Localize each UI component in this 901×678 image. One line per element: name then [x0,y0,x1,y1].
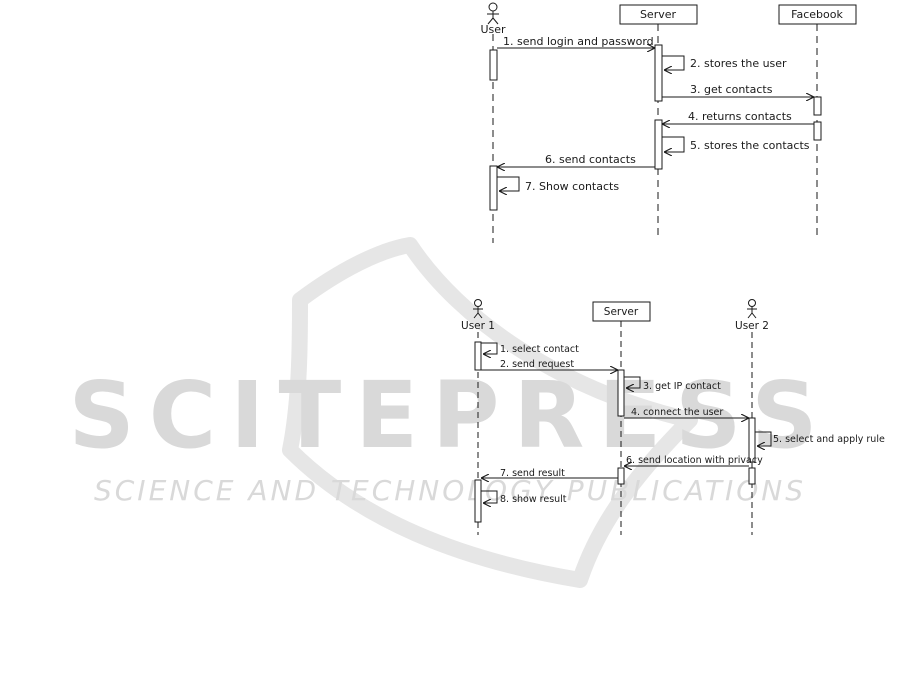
message-label-1: 1. send login and password [503,35,654,48]
watermark-subtitle: SCIENCE AND TECHNOLOGY PUBLICATIONS [94,474,806,507]
user-actor-label: User [480,23,506,36]
activation-bar [617,467,625,485]
activation-bar [654,44,663,102]
message-label-3: 3. get contacts [690,83,773,96]
activation-bar [474,479,482,523]
activation-bar [617,369,625,417]
message-label-1: 1. select contact [500,344,579,355]
activation-bar [489,49,498,81]
message-label-7: 7. Show contacts [525,180,619,193]
activation-bar [813,121,822,141]
self-message-arrow-2 [662,55,685,70]
watermark-title: SCITEPRESS [68,362,831,469]
message-label-6: 6. send location with privacy [626,455,763,466]
activation-bar [474,341,482,371]
message-label-6: 6. send contacts [545,153,636,166]
sequence-diagram-2-labels: User 1 Server User 2 1. select contact 2… [461,306,885,505]
server2-label: Server [604,306,639,318]
message-label-3: 3. get IP contact [643,381,721,392]
message-label-2: 2. stores the user [690,57,787,70]
user1-actor-icon [473,299,483,319]
user2-actor-label: User 2 [735,320,769,332]
activation-bar [489,165,498,211]
self-message-arrow-7 [497,176,520,191]
activation-bar [748,417,756,463]
sequence-diagram-2 [473,299,772,535]
self-message-arrow-8 [481,490,498,503]
message-label-5: 5. select and apply rule [773,434,885,445]
server-label: Server [640,8,677,21]
activation-bar [813,96,822,116]
facebook-label: Facebook [791,8,843,21]
watermark: SCITEPRESS SCIENCE AND TECHNOLOGY PUBLIC… [68,237,831,588]
message-label-4: 4. connect the user [631,407,723,418]
message-label-5: 5. stores the contacts [690,139,810,152]
sequence-diagram-1 [487,2,857,243]
message-label-2: 2. send request [500,359,574,370]
self-message-arrow-5 [662,136,685,152]
self-message-arrow-1 [481,342,498,354]
sequence-diagram-1-labels: User Server Facebook 1. send login and p… [480,8,843,193]
activation-bar [748,467,756,485]
self-message-arrow-5 [755,431,772,446]
message-label-8: 8. show result [500,494,567,505]
user-actor-icon [487,2,499,25]
self-message-arrow-3 [624,376,641,388]
message-label-7: 7. send result [500,468,565,479]
activation-bar [654,119,663,170]
user2-actor-icon [747,299,757,319]
user1-actor-label: User 1 [461,320,495,332]
message-label-4: 4. returns contacts [688,110,792,123]
watermark-book-shape [282,237,698,588]
